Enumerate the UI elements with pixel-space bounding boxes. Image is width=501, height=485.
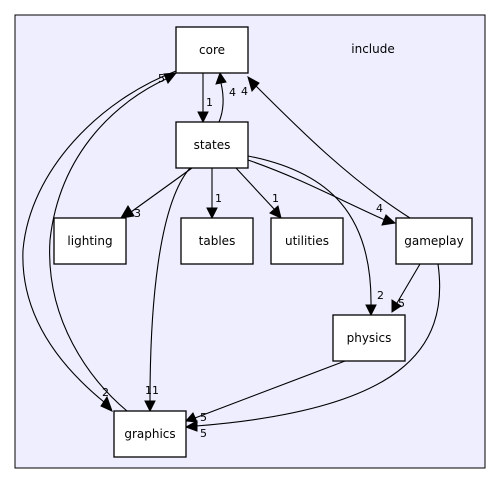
edge-states-to-physics: 2 [247, 155, 384, 317]
edge-states-to-gameplay: 4 [247, 159, 397, 226]
edge-line [22, 70, 177, 403]
arrowhead-icon [184, 412, 198, 423]
edge-line [195, 263, 441, 427]
node-label: states [194, 138, 231, 152]
node-box[interactable] [395, 217, 473, 265]
edge-weight-label: 1 [206, 96, 213, 109]
arrowhead-icon [381, 214, 397, 226]
arrowhead-icon [391, 299, 402, 313]
node-gameplay[interactable]: gameplay [395, 217, 473, 265]
edge-weight-label: 5 [200, 411, 207, 424]
edge-weight-label: 1 [272, 192, 279, 205]
edge-states-to-core: 4 [215, 71, 236, 123]
edge-line [396, 263, 421, 304]
arrowhead-icon [144, 400, 156, 413]
edge-line [130, 167, 193, 213]
edge-weight-label: 4 [229, 86, 236, 99]
arrowhead-icon [100, 395, 113, 412]
node-label: graphics [124, 427, 175, 441]
edge-physics-to-graphics: 5 [184, 360, 346, 424]
edge-states-to-graphics: 11 [144, 167, 191, 413]
node-label: core [199, 43, 225, 57]
edge-states-to-utilities: 1 [235, 167, 282, 219]
node-box[interactable] [53, 217, 127, 265]
node-label: utilities [285, 234, 329, 248]
arrowhead-icon [120, 205, 135, 219]
edge-weight-label: 5 [398, 297, 405, 310]
edge-weight-label: 2 [102, 386, 109, 399]
edge-gameplay-to-physics: 5 [391, 263, 421, 313]
node-label: gameplay [404, 234, 463, 248]
node-core[interactable]: core [175, 26, 249, 74]
arrowhead-icon [269, 205, 282, 219]
node-box[interactable] [270, 217, 344, 265]
node-utilities[interactable]: utilities [270, 217, 344, 265]
edge-states-to-tables: 1 [206, 168, 222, 220]
edge-gameplay-to-graphics: 5 [184, 263, 441, 440]
edge-weight-label: 4 [241, 85, 248, 98]
node-box[interactable] [175, 26, 249, 74]
edge-gameplay-to-core: 4 [241, 75, 411, 219]
arrowhead-icon [215, 71, 227, 85]
edge-line [194, 360, 346, 419]
node-tables[interactable]: tables [180, 217, 254, 265]
edge-weight-label: 3 [134, 207, 141, 220]
edge-line [218, 82, 224, 123]
edge-core-to-states: 1 [197, 73, 213, 124]
edge-core-to-graphics: 2 [22, 70, 177, 412]
node-label: physics [347, 331, 392, 345]
node-box[interactable] [113, 410, 187, 458]
edge-weight-label: 5 [200, 427, 207, 440]
node-lighting[interactable]: lighting [53, 217, 127, 265]
arrowhead-icon [206, 207, 218, 220]
nodes-layer: core states lighting tables utilities gamepla… [53, 26, 473, 458]
edge-line [247, 155, 372, 306]
edge-weight-label: 5 [158, 72, 165, 85]
node-physics[interactable]: physics [332, 314, 406, 362]
node-box[interactable] [175, 121, 249, 169]
edge-line [254, 84, 411, 219]
edge-weight-label: 1 [215, 192, 222, 205]
arrowhead-icon [247, 75, 260, 93]
node-box[interactable] [180, 217, 254, 265]
node-label: lighting [67, 234, 112, 248]
edge-weight-label: 4 [376, 202, 383, 215]
edge-weight-label: 11 [145, 384, 159, 397]
arrowhead-icon [184, 420, 198, 432]
edge-graphics-to-core: 5 [49, 72, 178, 412]
edge-weight-label: 2 [377, 289, 384, 302]
node-graphics[interactable]: graphics [113, 410, 187, 458]
edge-states-to-lighting: 3 [120, 167, 193, 220]
edge-line [247, 159, 386, 221]
node-label: tables [199, 234, 236, 248]
edge-line [149, 167, 191, 402]
edge-line [235, 167, 276, 211]
node-states[interactable]: states [175, 121, 249, 169]
include-cluster-label: include [351, 42, 394, 56]
edge-line [49, 78, 167, 412]
node-box[interactable] [332, 314, 406, 362]
arrowhead-icon [365, 304, 377, 317]
arrowhead-icon [197, 111, 209, 124]
